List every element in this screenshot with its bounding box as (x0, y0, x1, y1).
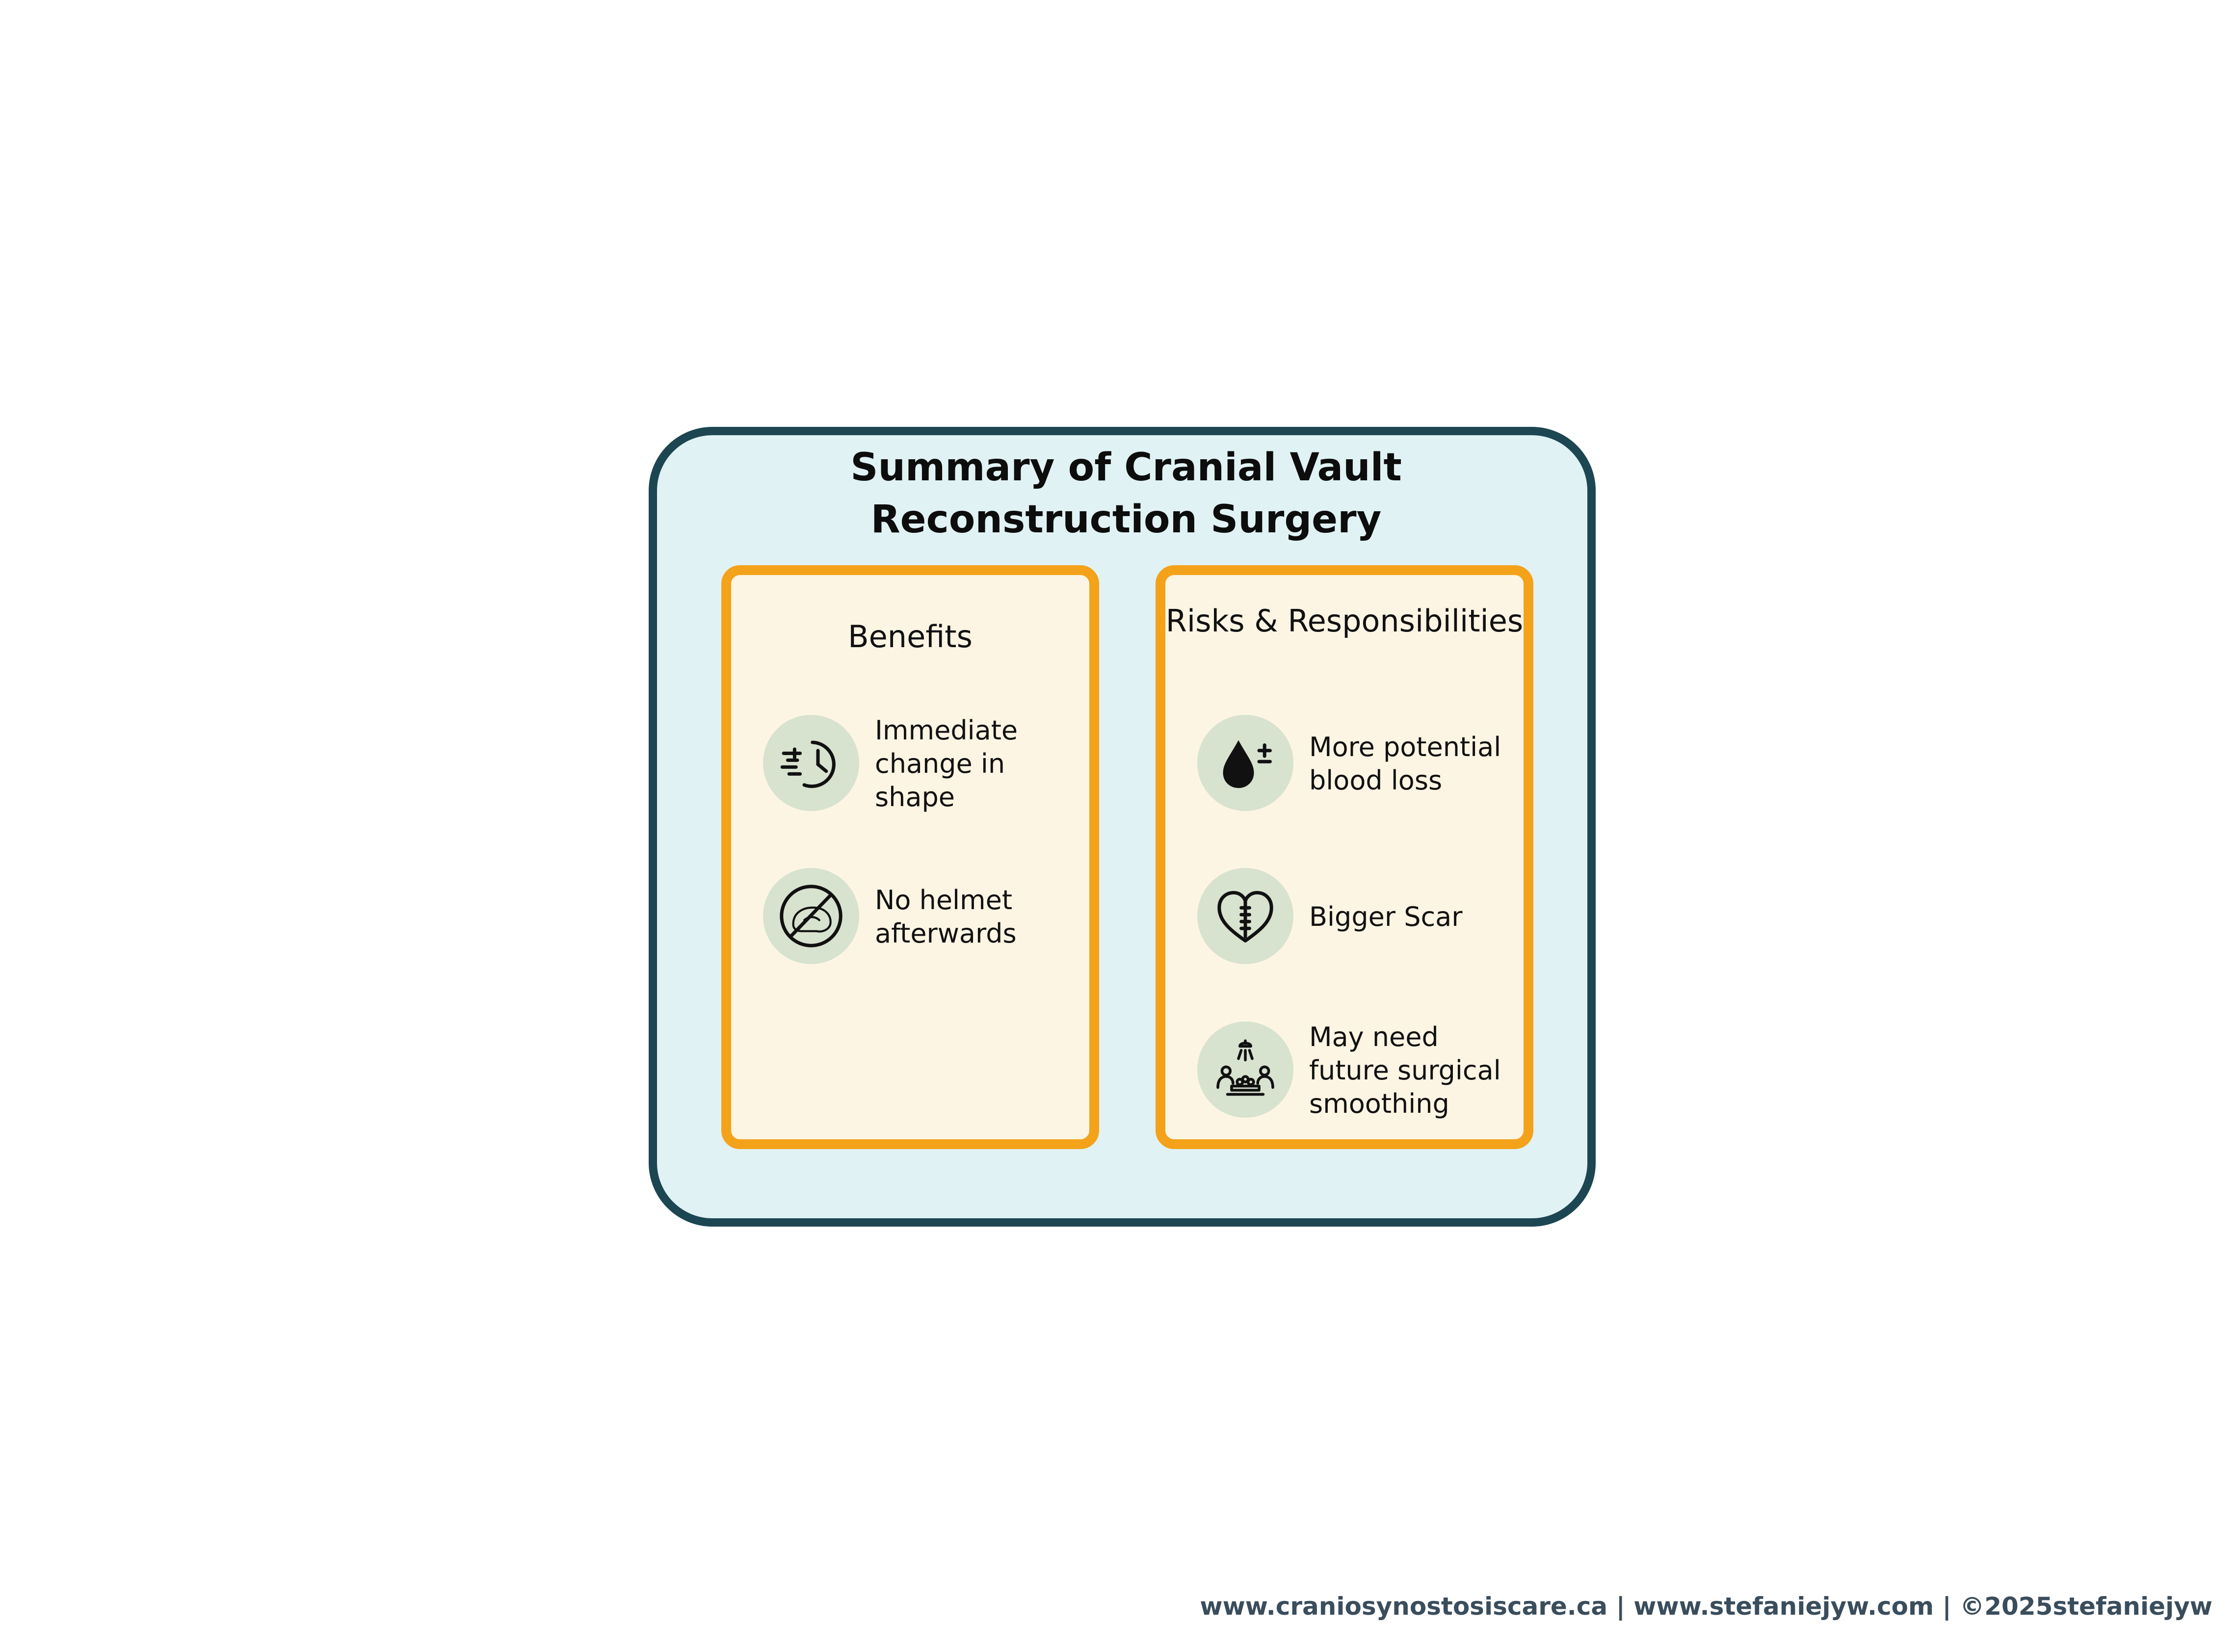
page-title: Summary of Cranial Vault Reconstruction … (850, 446, 1402, 542)
risk-text: Bigger Scar (1309, 901, 1463, 932)
risk-item-future-smoothing: May need future surgical smoothing (1197, 1022, 1516, 1120)
risk-item-blood-loss: More potential blood loss (1197, 715, 1516, 813)
risks-title: Risks & Responsibilities (1165, 603, 1524, 639)
fast-clock-icon (763, 715, 859, 811)
benefit-text: Immediate change in shape (875, 715, 1018, 813)
risk-text: More potential blood loss (1309, 732, 1501, 796)
no-helmet-icon (763, 868, 859, 964)
surgery-team-icon (1197, 1022, 1293, 1118)
benefits-panel: Benefits Immediate change in shape (721, 565, 1099, 1149)
risk-item-bigger-scar: Bigger Scar (1197, 868, 1516, 966)
benefit-item-immediate-change: Immediate change in shape (763, 715, 1082, 813)
risks-panel: Risks & Responsibilities More potential … (1156, 565, 1533, 1149)
heart-scar-icon (1197, 868, 1293, 964)
benefit-text: No helmet afterwards (875, 885, 1017, 949)
footer-credits: www.craniosynostosiscare.ca | www.stefan… (1200, 1592, 2212, 1621)
benefits-title: Benefits (848, 619, 973, 655)
benefit-item-no-helmet: No helmet afterwards (763, 868, 1082, 966)
risk-text: May need future surgical smoothing (1309, 1022, 1501, 1119)
blood-drop-plus-minus-icon (1197, 715, 1293, 811)
